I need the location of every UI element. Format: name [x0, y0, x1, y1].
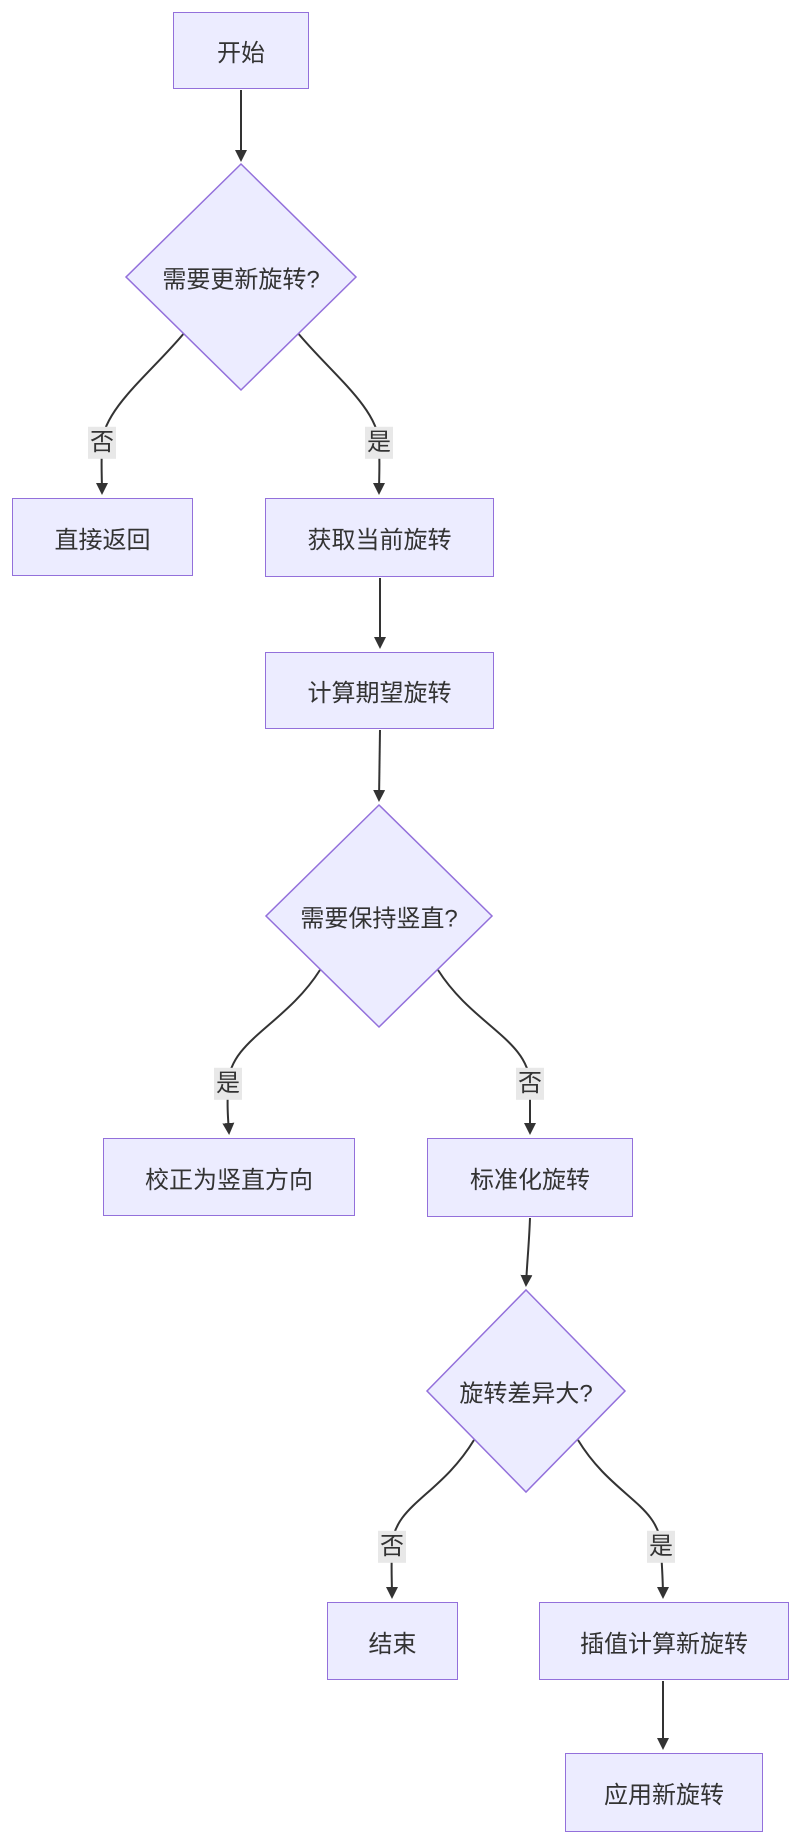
- edge-label-keep-upright-no: 否: [516, 1067, 544, 1101]
- node-diff-large-label: 旋转差异大?: [459, 1380, 593, 1408]
- edge-label-need-update-yes: 是: [365, 426, 393, 460]
- edge-label-need-update-no: 否: [88, 426, 116, 460]
- decision-need-update: [124, 162, 358, 392]
- edge-diff-large-yes-to-interpolate: [577, 1439, 669, 1599]
- node-get-current: 获取当前旋转: [265, 498, 494, 577]
- node-start-label: 开始: [217, 40, 265, 67]
- decision-keep-upright: [264, 803, 494, 1029]
- node-need-update-label: 需要更新旋转?: [162, 266, 320, 294]
- node-direct-return: 直接返回: [12, 498, 193, 576]
- edge-diff-large-no-to-end: [385, 1439, 475, 1599]
- node-normalize-label: 标准化旋转: [470, 1167, 590, 1194]
- edge-label-keep-upright-yes: 是: [214, 1067, 242, 1101]
- edge-label-diff-large-yes: 是: [647, 1530, 675, 1564]
- node-apply: 应用新旋转: [565, 1753, 763, 1832]
- node-direct-return-label: 直接返回: [54, 526, 151, 554]
- edge-calc-desired-to-keep-upright: [373, 729, 386, 802]
- node-end: 结束: [327, 1602, 458, 1680]
- edge-label-diff-large-no: 否: [378, 1530, 406, 1564]
- node-end-label: 结束: [368, 1630, 417, 1658]
- node-interpolate: 插值计算新旋转: [539, 1602, 789, 1680]
- node-correct-upright: 校正为竖直方向: [103, 1138, 355, 1216]
- node-apply-label: 应用新旋转: [604, 1782, 724, 1809]
- node-calc-desired: 计算期望旋转: [265, 652, 494, 729]
- node-start: 开始: [173, 12, 309, 89]
- node-keep-upright-label: 需要保持竖直?: [300, 905, 458, 933]
- decision-diff-large: [425, 1288, 627, 1494]
- node-normalize: 标准化旋转: [427, 1138, 633, 1217]
- edge-keep-upright-no-to-normalize: [437, 969, 536, 1135]
- node-get-current-label: 获取当前旋转: [307, 527, 452, 554]
- node-interpolate-label: 插值计算新旋转: [580, 1630, 748, 1658]
- edge-normalize-to-diff-large: [520, 1217, 533, 1287]
- edge-keep-upright-yes-to-correct-upright: [222, 969, 321, 1135]
- node-correct-upright-label: 校正为竖直方向: [145, 1166, 313, 1194]
- edge-need-update-no-to-direct-return: [95, 331, 186, 495]
- node-calc-desired-label: 计算期望旋转: [307, 680, 452, 707]
- edge-need-update-yes-to-get-current: [296, 331, 386, 495]
